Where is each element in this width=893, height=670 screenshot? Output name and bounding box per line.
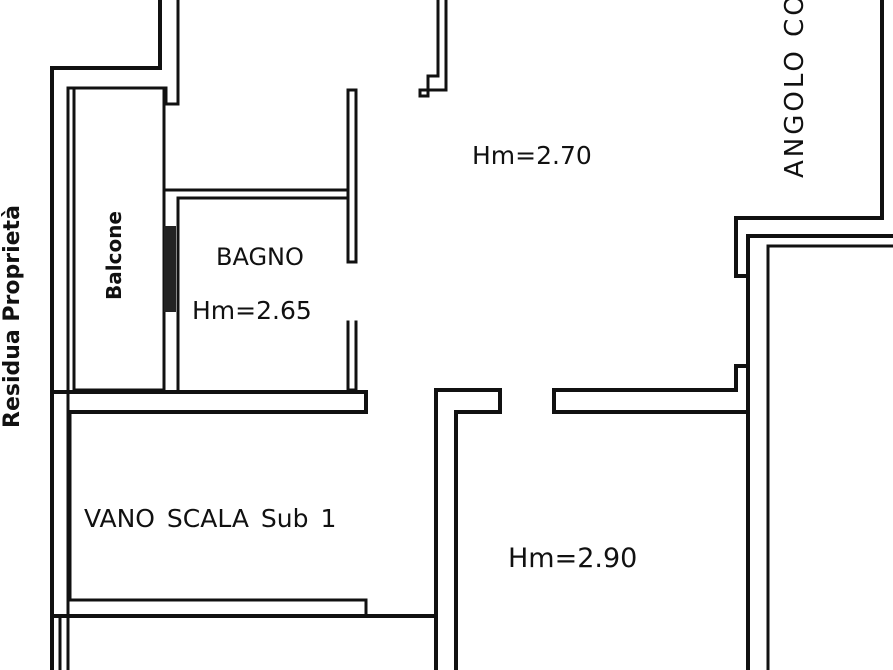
right-upper-wall <box>734 0 884 278</box>
left-inner-wall <box>66 86 162 670</box>
room-label-angolo: ANGOLO CO <box>780 0 810 178</box>
room-label-vano-scala: VANO SCALA Sub 1 <box>84 504 337 533</box>
top-left-wall-inner <box>164 0 180 106</box>
margin-label-residua-proprieta: Residua Proprietà <box>0 205 25 428</box>
height-label-lower-room: Hm=2.90 <box>508 543 638 574</box>
bagno-right-wall-upper <box>346 88 358 264</box>
bagno-top-wall <box>164 188 350 392</box>
middle-horizontal-wall <box>50 390 368 414</box>
center-pier-left <box>434 388 502 670</box>
room-label-balcone: Balcone <box>102 211 126 300</box>
center-pier-right <box>552 364 750 414</box>
window-hatch <box>164 226 176 312</box>
left-outer-wall <box>50 66 162 670</box>
room-label-bagno: BAGNO <box>216 243 304 271</box>
vano-scala-outline <box>68 410 368 618</box>
height-label-main-room: Hm=2.70 <box>472 141 592 170</box>
right-inner-wall <box>766 244 893 670</box>
bagno-right-wall-lower <box>346 320 358 392</box>
right-lower-wall <box>746 234 893 670</box>
top-wall-stub <box>418 0 448 98</box>
height-label-bagno: Hm=2.65 <box>192 296 312 325</box>
